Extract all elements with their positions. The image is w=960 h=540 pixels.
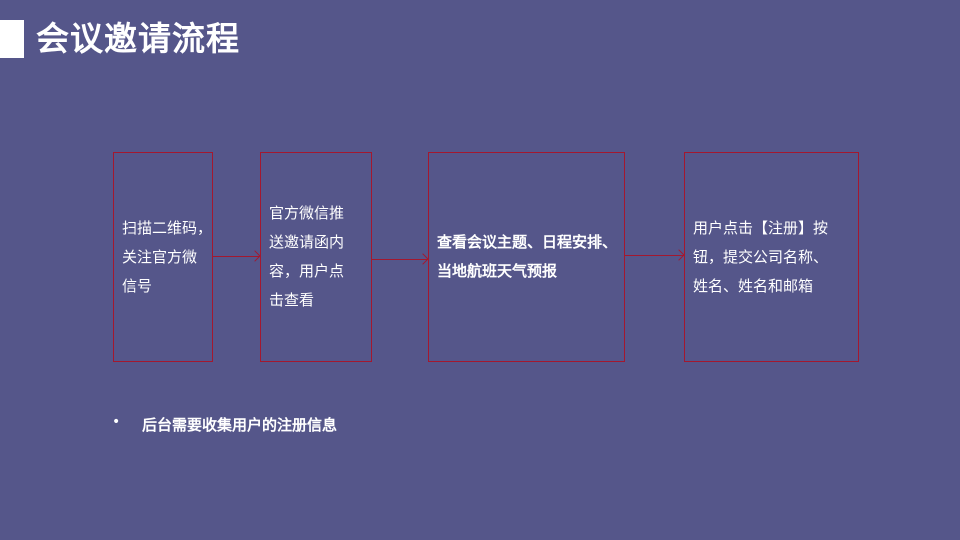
title-accent-bar [0,20,24,58]
step-4-text: 姓名、姓名和邮箱 [693,276,814,295]
step-2-text: 官方微信推 [269,204,345,222]
page-title: 会议邀请流程 [36,19,240,58]
step-1-box: 扫描二维码， 关注官方微 信号 [113,152,213,362]
step-3-box: 查看会议主题、日程安排、 当地航班天气预报 [428,152,625,362]
step-2-text: 击查看 [269,291,315,309]
step-3-text: 当地航班天气预报 [437,262,558,280]
step-2-text: 送邀请函内 [269,233,345,251]
step-2-text: 容，用户点 [269,262,345,280]
flow-arrow-3 [625,255,684,256]
flow-arrow-1 [213,256,260,257]
note-text: 后台需要收集用户的注册信息 [142,416,338,434]
step-1-text: 关注官方微 [122,247,198,266]
step-4-text: 用户点击【注册】按 [693,218,829,237]
step-4-box: 用户点击【注册】按 钮，提交公司名称、 姓名、姓名和邮箱 [684,152,859,362]
step-2-box: 官方微信推 送邀请函内 容，用户点 击查看 [260,152,372,362]
flow-arrow-2 [372,259,428,260]
bullet-icon: • [112,414,121,430]
step-3-text: 查看会议主题、日程安排、 [437,233,618,251]
step-1-text: 扫描二维码， [122,218,213,237]
step-4-text: 钮，提交公司名称、 [693,247,829,266]
step-1-text: 信号 [122,276,153,295]
